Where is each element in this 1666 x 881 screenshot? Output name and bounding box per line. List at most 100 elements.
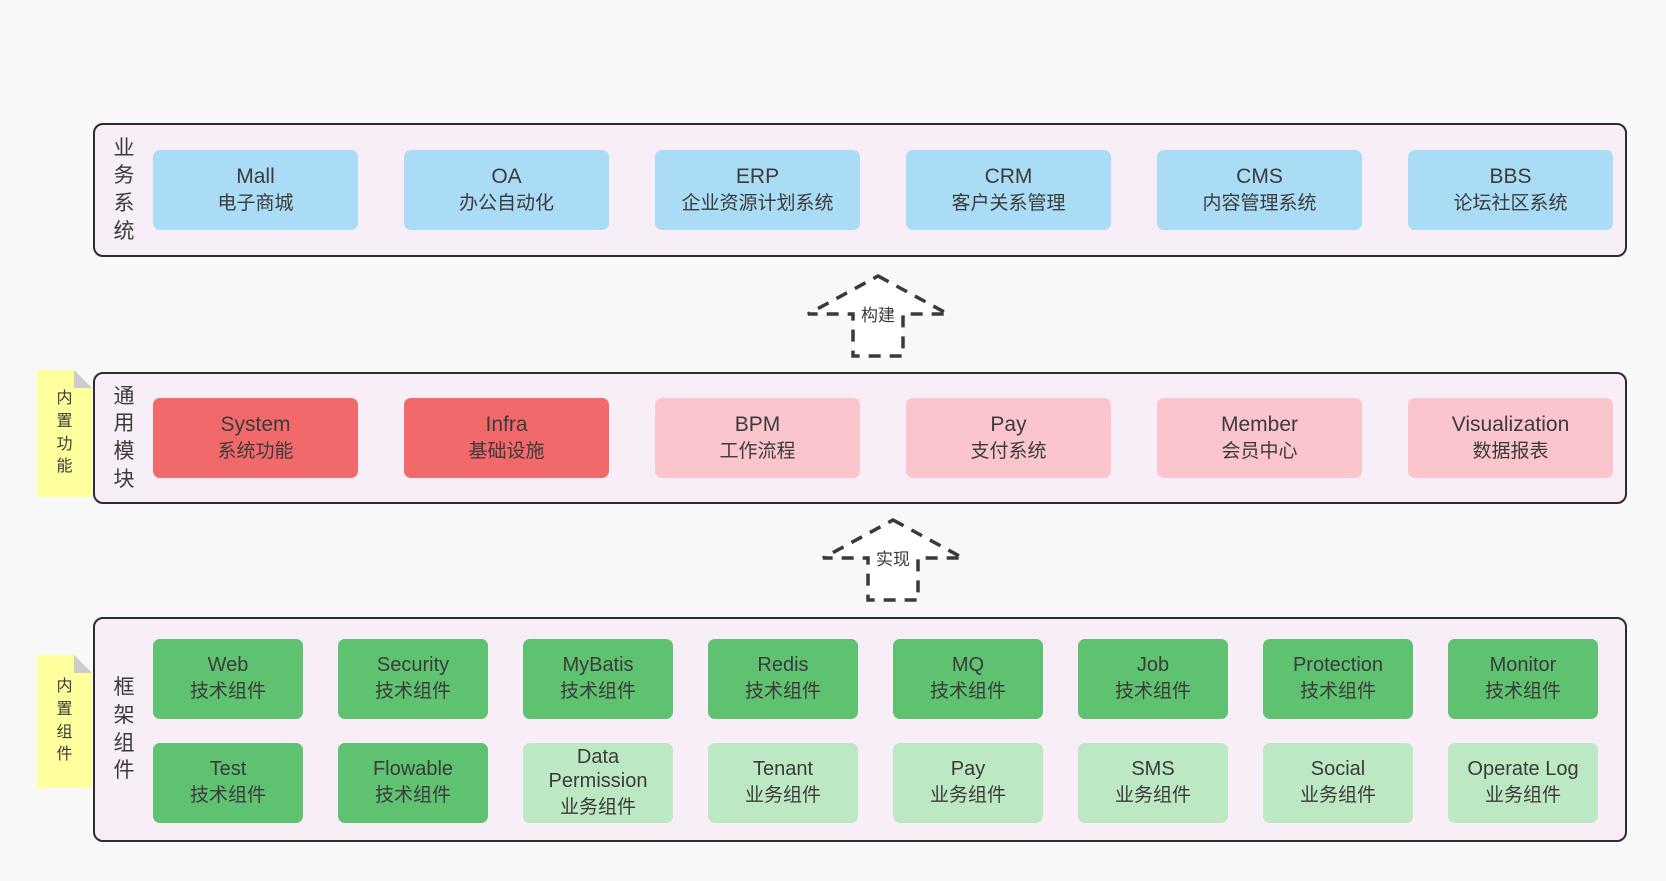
box-desc: 技术组件 — [1299, 681, 1376, 703]
sticky-label: 内置功能 — [56, 390, 73, 476]
band-framework-components: 框架组件 Web 技术组件 Security 技术组件 MyBatis 技术组件… — [93, 617, 1627, 842]
box-name: SMS — [1131, 758, 1175, 781]
box-redis: Redis 技术组件 — [708, 638, 858, 719]
box-name: Monitor — [1489, 654, 1557, 677]
box-social: Social 业务组件 — [1263, 742, 1413, 823]
sticky-built-in-components: 内置组件 — [37, 655, 92, 788]
box-sms: SMS 业务组件 — [1078, 742, 1228, 823]
box-desc: 技术组件 — [744, 681, 821, 703]
box-cms: CMS 内容管理系统 — [1157, 150, 1362, 230]
business-box-row: Mall 电子商城 OA 办公自动化 ERP 企业资源计划系统 CRM 客户关系… — [153, 150, 1613, 230]
box-member: Member 会员中心 — [1157, 398, 1362, 478]
box-pay-module: Pay 支付系统 — [906, 398, 1111, 478]
box-name: Redis — [757, 654, 809, 677]
box-tenant: Tenant 业务组件 — [708, 742, 858, 823]
arrow-implement: 实现 — [818, 516, 968, 604]
box-desc: 技术组件 — [374, 785, 451, 807]
box-job: Job 技术组件 — [1078, 638, 1228, 719]
box-name: Job — [1136, 654, 1170, 677]
box-name: Protection — [1292, 654, 1384, 677]
sticky-note-icon — [37, 370, 92, 497]
box-desc: 业务组件 — [929, 785, 1006, 807]
box-desc: 论坛社区系统 — [1453, 193, 1568, 215]
box-name: OA — [491, 165, 522, 189]
box-name: Member — [1220, 413, 1299, 437]
box-desc: 业务组件 — [744, 785, 821, 807]
box-name: ERP — [735, 165, 780, 189]
box-name: Tenant — [752, 758, 814, 781]
box-name: System — [220, 413, 291, 437]
box-desc: 技术组件 — [189, 681, 266, 703]
box-name: Test — [209, 758, 247, 781]
box-bpm: BPM 工作流程 — [655, 398, 860, 478]
box-crm: CRM 客户关系管理 — [906, 150, 1111, 230]
box-desc: 数据报表 — [1472, 441, 1549, 463]
box-security: Security 技术组件 — [338, 638, 488, 719]
box-desc: 内容管理系统 — [1202, 193, 1317, 215]
sticky-note-icon — [37, 655, 92, 788]
box-visualization: Visualization 数据报表 — [1408, 398, 1613, 478]
components-row-1: Web 技术组件 Security 技术组件 MyBatis 技术组件 Redi… — [153, 638, 1598, 719]
box-name: CMS — [1236, 165, 1283, 189]
box-name: CRM — [984, 165, 1033, 189]
box-desc: 业务组件 — [559, 797, 636, 819]
box-desc: 客户关系管理 — [951, 193, 1066, 215]
box-web: Web 技术组件 — [153, 638, 303, 719]
box-desc: 企业资源计划系统 — [681, 193, 834, 215]
band-label-modules: 通用模块 — [95, 383, 153, 494]
box-desc: 会员中心 — [1221, 441, 1298, 463]
box-oa: OA 办公自动化 — [404, 150, 609, 230]
arrow-implement-label: 实现 — [873, 549, 913, 572]
box-name: Infra — [485, 413, 528, 437]
box-name: MyBatis — [562, 654, 634, 677]
box-mq: MQ 技术组件 — [893, 638, 1043, 719]
box-name: Social — [1310, 758, 1366, 781]
box-desc: 电子商城 — [217, 193, 294, 215]
box-pay-component: Pay 业务组件 — [893, 742, 1043, 823]
box-bbs: BBS 论坛社区系统 — [1408, 150, 1613, 230]
box-test: Test 技术组件 — [153, 742, 303, 823]
box-desc: 技术组件 — [559, 681, 636, 703]
box-system: System 系统功能 — [153, 398, 358, 478]
box-desc: 技术组件 — [189, 785, 266, 807]
box-name: MQ — [951, 654, 985, 677]
box-mybatis: MyBatis 技术组件 — [523, 638, 673, 719]
box-name: Pay — [950, 758, 986, 781]
box-desc: 技术组件 — [374, 681, 451, 703]
box-desc: 办公自动化 — [458, 193, 554, 215]
box-flowable: Flowable 技术组件 — [338, 742, 488, 823]
box-name: Pay — [990, 413, 1027, 437]
box-desc: 技术组件 — [929, 681, 1006, 703]
box-desc: 技术组件 — [1114, 681, 1191, 703]
sticky-label: 内置组件 — [56, 678, 73, 764]
box-infra: Infra 基础设施 — [404, 398, 609, 478]
box-protection: Protection 技术组件 — [1263, 638, 1413, 719]
box-data-permission: Data Permission 业务组件 — [523, 742, 673, 823]
box-name: Mall — [236, 165, 275, 189]
box-name: Web — [207, 654, 249, 677]
arrow-build: 构建 — [803, 272, 953, 360]
band-label-business: 业务系统 — [95, 135, 153, 246]
box-operate-log: Operate Log 业务组件 — [1448, 742, 1598, 823]
box-desc: 业务组件 — [1299, 785, 1376, 807]
components-rows: Web 技术组件 Security 技术组件 MyBatis 技术组件 Redi… — [153, 637, 1598, 823]
band-common-modules: 通用模块 System 系统功能 Infra 基础设施 BPM 工作流程 Pay… — [93, 372, 1627, 504]
band-label-business-text: 业务系统 — [113, 136, 135, 243]
box-desc: 系统功能 — [217, 441, 294, 463]
box-name: Operate Log — [1467, 758, 1579, 781]
box-name: BPM — [734, 413, 781, 437]
band-business-systems: 业务系统 Mall 电子商城 OA 办公自动化 ERP 企业资源计划系统 CRM… — [93, 123, 1627, 257]
band-label-components: 框架组件 — [95, 674, 153, 785]
box-mall: Mall 电子商城 — [153, 150, 358, 230]
box-desc: 业务组件 — [1484, 785, 1561, 807]
box-desc: 工作流程 — [719, 441, 796, 463]
modules-box-row: System 系统功能 Infra 基础设施 BPM 工作流程 Pay 支付系统… — [153, 398, 1613, 478]
box-desc: 技术组件 — [1484, 681, 1561, 703]
box-name: Visualization — [1451, 413, 1570, 437]
box-name: BBS — [1489, 165, 1532, 189]
box-desc: 基础设施 — [468, 441, 545, 463]
sticky-built-in-features: 内置功能 — [37, 370, 92, 497]
components-row-2: Test 技术组件 Flowable 技术组件 Data Permission … — [153, 742, 1598, 823]
band-label-modules-text: 通用模块 — [113, 384, 135, 491]
